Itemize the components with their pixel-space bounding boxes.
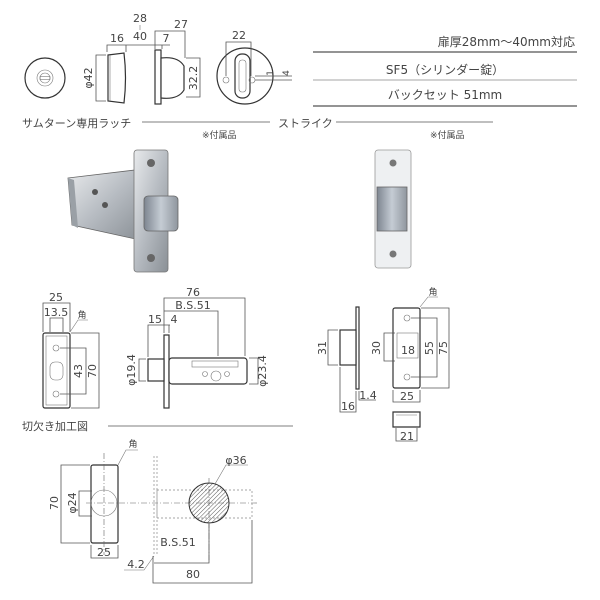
- door-thickness-text: 扉厚28mm〜40mm対応: [438, 35, 575, 49]
- dim-1: 1: [266, 70, 276, 76]
- strike-dim-18: 18: [401, 344, 415, 357]
- strike-corner-label: 角: [428, 286, 437, 298]
- thumbturn-back-view: 22 1 4: [216, 29, 292, 105]
- latch-dim-25: 25: [49, 291, 63, 304]
- latch-side-drawing: 76 B.S.51 15 4 φ19.4 φ23.4: [125, 286, 269, 409]
- cutout-front-drawing: 70 φ24 25 角: [48, 438, 258, 559]
- latch-photo: [67, 149, 179, 273]
- cutout-side-drawing: φ36 B.S.51 4.2 80: [124, 454, 253, 584]
- strike-photo: [374, 149, 412, 269]
- strike-dim-1-4: 1.4: [359, 389, 377, 402]
- cutout-corner-label: 角: [128, 438, 137, 450]
- dim-16: 16: [110, 32, 124, 45]
- latch-corner-label: 角: [77, 309, 86, 321]
- strike-accessory-note: ※付属品: [430, 130, 465, 141]
- strike-dim-75: 75: [437, 341, 450, 355]
- cutout-dim-80: 80: [186, 568, 200, 581]
- latch-section-title: サムターン専用ラッチ: [22, 117, 131, 130]
- latch-dim-70: 70: [86, 364, 99, 378]
- strike-side-drawing: 31 1.4 16: [316, 306, 377, 413]
- dim-4: 4: [282, 70, 292, 76]
- spec-header: 扉厚28mm〜40mm対応 SF5（シリンダー錠） バックセット 51mm: [313, 35, 577, 107]
- dim-27: 27: [174, 18, 188, 31]
- latch-faceplate-drawing: 25 13.5 角 43 70: [42, 291, 100, 409]
- cutout-dim-25: 25: [97, 546, 111, 559]
- strike-front-drawing: 30 18 55 75 角 25 21: [370, 286, 450, 443]
- dim-40: 40: [133, 30, 147, 43]
- latch-accessory-note: ※付属品: [202, 130, 237, 141]
- latch-dim-bs51: B.S.51: [175, 299, 211, 312]
- latch-dim-13-5: 13.5: [44, 306, 69, 319]
- dim-32-2: 32.2: [187, 66, 200, 91]
- dim-22: 22: [232, 29, 246, 42]
- cutout-section-title: 切欠き加工図: [22, 419, 88, 433]
- model-text: SF5（シリンダー錠）: [386, 62, 504, 77]
- cutout-dim-4-2: 4.2: [127, 558, 145, 571]
- thumbturn-side-view: φ42 16 28 40 27 7 32.2: [82, 12, 201, 105]
- strike-dim-55: 55: [423, 341, 436, 355]
- latch-dim-15: 15: [148, 313, 162, 326]
- strike-dim-30: 30: [370, 341, 383, 355]
- latch-dim-43: 43: [72, 364, 85, 378]
- dim-7: 7: [163, 32, 170, 45]
- latch-dim-phi23-4: φ23.4: [256, 355, 269, 387]
- cutout-dim-phi24: φ24: [66, 492, 79, 513]
- cutout-dim-bs51: B.S.51: [160, 536, 196, 549]
- cutout-dim-70: 70: [48, 496, 61, 510]
- latch-dim-76: 76: [186, 286, 200, 299]
- strike-dim-21: 21: [400, 430, 414, 443]
- strike-dim-25: 25: [400, 390, 414, 403]
- dim-phi42: φ42: [82, 67, 95, 88]
- backset-text: バックセット 51mm: [388, 88, 502, 102]
- latch-dim-phi19-4: φ19.4: [125, 354, 138, 386]
- strike-dim-16: 16: [341, 400, 355, 413]
- strike-dim-31: 31: [316, 341, 329, 355]
- thumbturn-front-view: [24, 57, 66, 99]
- dim-28: 28: [133, 12, 147, 25]
- cutout-dim-phi36: φ36: [225, 454, 246, 467]
- latch-dim-4: 4: [171, 313, 178, 326]
- strike-section-title: ストライク: [278, 117, 333, 130]
